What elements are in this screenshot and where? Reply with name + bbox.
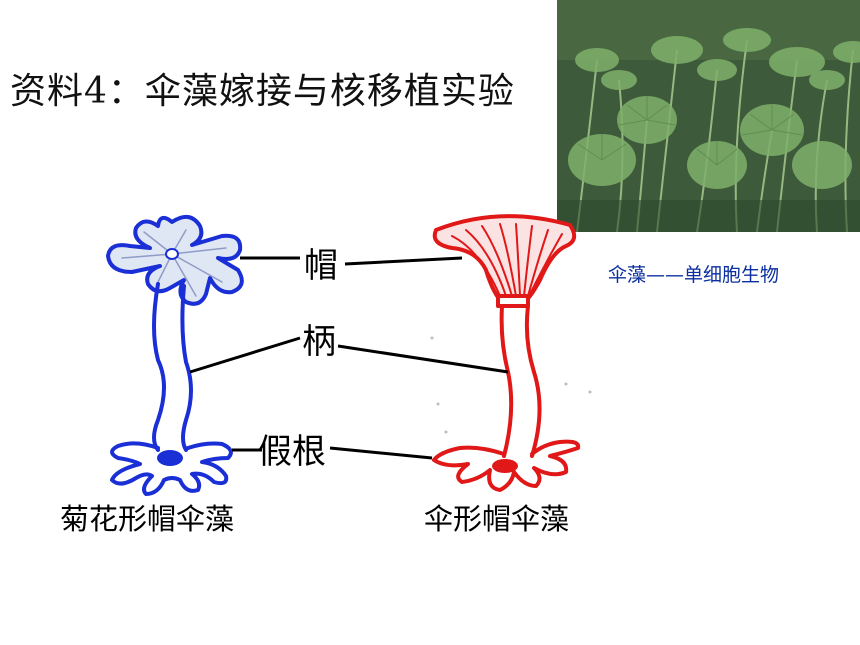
leader-lines xyxy=(189,256,509,460)
species-label-umbrella: 伞形帽伞藻 xyxy=(424,502,570,536)
umbrella-cap-outline xyxy=(432,214,577,302)
label-rhizoid: 假根 xyxy=(258,432,326,472)
label-cap: 帽 xyxy=(304,246,338,286)
species-label-daisy: 菊花形帽伞藻 xyxy=(60,502,235,536)
page-title: 资料4：伞藻嫁接与核移植实验 xyxy=(10,71,515,112)
daisy-cap-alga xyxy=(106,214,244,496)
umbrella-cap-alga xyxy=(432,214,581,492)
umbrella-rhizoid xyxy=(432,439,581,492)
umbrella-stalk xyxy=(499,304,542,458)
umbrella-nucleus xyxy=(492,459,518,473)
label-stalk: 柄 xyxy=(302,322,336,362)
daisy-nucleus xyxy=(157,450,183,466)
acetabularia-photo xyxy=(557,0,860,232)
daisy-stalk xyxy=(152,282,193,452)
photo-caption: 伞藻——单细胞生物 xyxy=(608,264,780,286)
daisy-rhizoid xyxy=(110,441,233,496)
background-specks xyxy=(430,336,592,434)
